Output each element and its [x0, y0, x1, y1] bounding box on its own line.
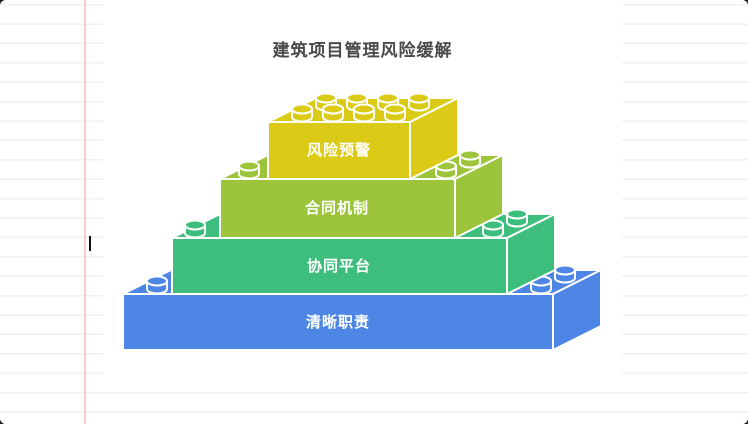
stud-top: [291, 103, 313, 115]
stud-top: [146, 275, 168, 287]
stud-top: [408, 92, 430, 104]
stud-top: [238, 160, 260, 172]
brick-front-face: [267, 121, 411, 180]
stud-top: [315, 92, 337, 104]
stud-top: [322, 103, 344, 115]
brick-label: 协同平台: [307, 257, 371, 275]
stud-top: [384, 103, 406, 115]
page-title[interactable]: 建筑项目管理风险缓解: [272, 41, 453, 60]
stud-top: [184, 219, 206, 231]
stud-top: [506, 208, 528, 220]
text-caret: [89, 236, 91, 251]
stud-top: [554, 264, 576, 276]
stud-top: [353, 103, 375, 115]
brick-label: 清晰职责: [306, 313, 370, 331]
brick-level-4[interactable]: 风险预警: [267, 92, 459, 180]
stud-top: [459, 149, 481, 161]
ruler-guide-line: [84, 0, 86, 424]
stud-top: [346, 92, 368, 104]
brick-label: 合同机制: [304, 199, 369, 217]
stud-top: [377, 92, 399, 104]
brick-label: 风险预警: [307, 141, 371, 159]
